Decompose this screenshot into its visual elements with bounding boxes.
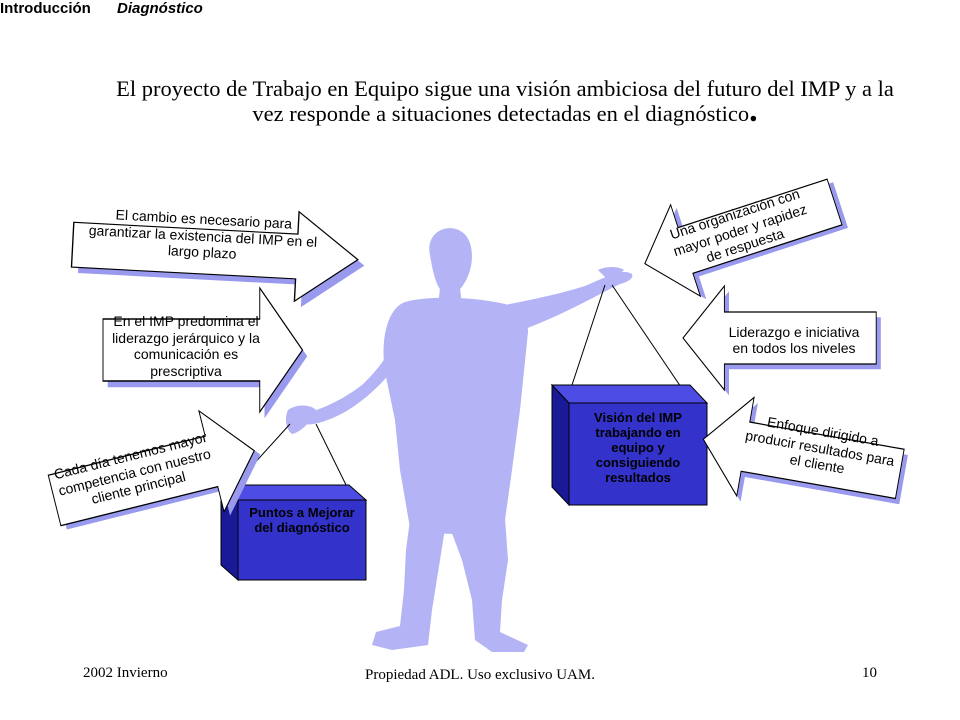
left-arrow-2-text: En el IMP predomina el liderazgo jerárqu… — [112, 313, 260, 379]
page-heading: El proyecto de Trabajo en Equipo sigue u… — [70, 76, 940, 128]
footer-ownership: Propiedad ADL. Uso exclusivo UAM. — [365, 667, 595, 683]
heading-line-1: El proyecto de Trabajo en Equipo sigue u… — [116, 76, 894, 101]
left-box — [219, 483, 368, 582]
left-box-label: Puntos a Mejorar del diagnóstico — [249, 505, 355, 535]
breadcrumb-section: Introducción — [0, 0, 91, 17]
footer-date: 2002 Invierno — [83, 665, 168, 681]
right-box-label: Visión del IMP trabajando en equipo y co… — [594, 410, 682, 485]
left-arrow-1-text: El cambio es necesario para garantizar l… — [88, 206, 318, 263]
person-silhouette-icon — [285, 228, 633, 652]
heading-line-2: vez responde a situaciones detectadas en… — [70, 94, 940, 128]
right-box — [550, 383, 709, 507]
heading-end-mark: . — [749, 92, 758, 129]
breadcrumb-subsection: Diagnóstico — [117, 0, 203, 17]
breadcrumb: Introducción Diagnóstico — [0, 0, 960, 17]
heading-line-2-text: vez responde a situaciones detectadas en… — [252, 101, 750, 126]
right-arrow-2-text: Liderazgo e iniciativa en todos los nive… — [728, 323, 860, 357]
page-number: 10 — [862, 665, 877, 681]
